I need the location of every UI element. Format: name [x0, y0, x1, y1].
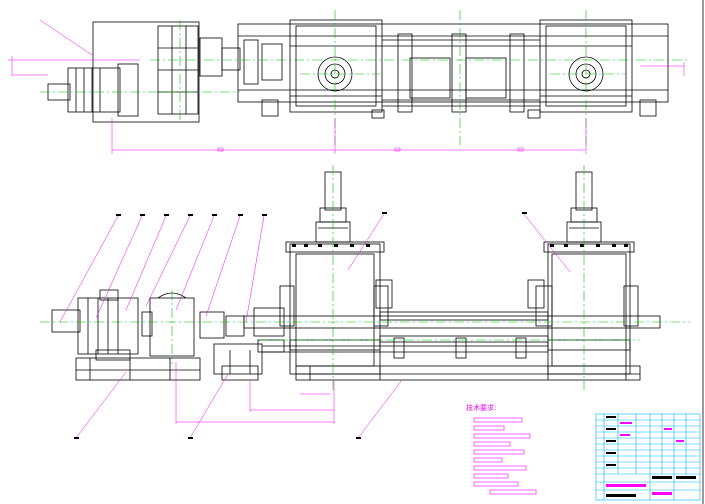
technical-notes-lines [473, 417, 537, 495]
front-motor-base [75, 357, 201, 381]
front-coupling [199, 311, 225, 339]
front-view-leader-tags [74, 212, 527, 439]
front-left-housing [289, 243, 381, 375]
top-view-centerlines [40, 10, 690, 145]
front-view-centerlines [40, 165, 690, 390]
title-block-text-marks [606, 416, 696, 497]
front-main-base [295, 365, 641, 381]
top-view-dimensions [8, 19, 685, 154]
title-block-fills [606, 422, 684, 495]
top-main-frame [237, 23, 669, 103]
top-motor-fan [117, 63, 139, 117]
top-coupling [199, 37, 223, 77]
front-view [51, 171, 661, 381]
front-right-housing [547, 243, 631, 375]
technical-notes-title: 技术要求: [466, 403, 496, 412]
front-motor-shaft [51, 309, 81, 333]
top-motor-body [67, 67, 121, 113]
front-view-leaders [59, 213, 571, 439]
title-block[interactable] [595, 413, 701, 501]
top-left-housing [289, 19, 383, 113]
top-base-plate [92, 21, 200, 123]
front-view-bolts [292, 244, 628, 247]
technical-notes: 技术要求: [466, 403, 537, 495]
top-view [47, 19, 669, 123]
